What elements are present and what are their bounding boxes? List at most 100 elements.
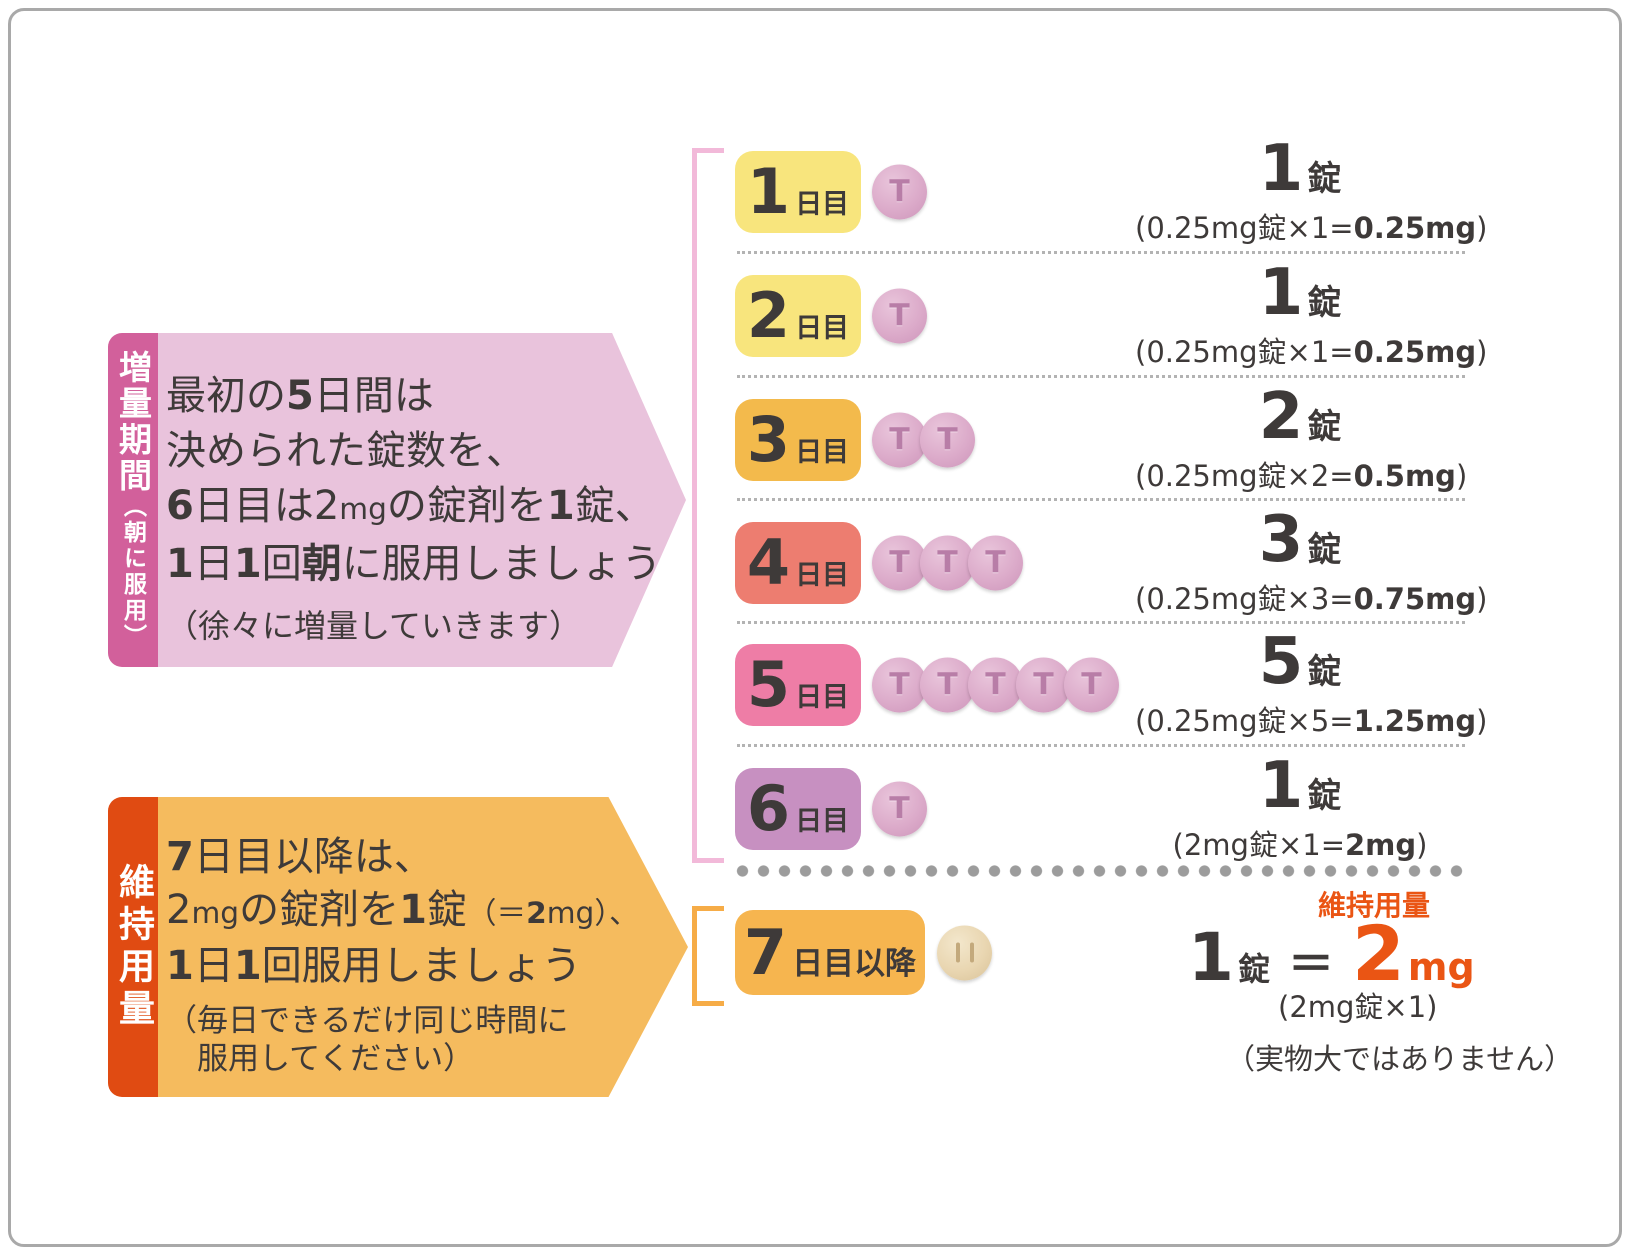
tablet-group	[937, 925, 992, 980]
dose-unit: 錠	[1307, 283, 1342, 323]
tablet-pink: T	[1016, 657, 1071, 713]
row-divider	[737, 621, 1465, 624]
titration-tag: 増量期間（朝に服用）	[114, 350, 153, 650]
row-divider	[737, 375, 1465, 378]
tablet-imprint: T	[889, 422, 910, 458]
tablet-imprint: T	[889, 791, 910, 827]
tablet-pink: T	[872, 164, 927, 220]
maintenance-dose-value: 2	[1351, 909, 1405, 998]
tablet-imprint: T	[985, 545, 1006, 581]
row-divider	[737, 744, 1465, 747]
maintenance-dose-label: 維持用量	[1318, 889, 1431, 922]
day-number: 2	[746, 279, 791, 352]
tablet-imprint: T	[1033, 667, 1054, 703]
callout-line: 1日1回朝に服用しましょう	[166, 541, 662, 587]
day-number: 3	[746, 403, 791, 476]
titration-note: （徐々に増量していきます）	[166, 607, 582, 645]
tablet-group: T	[872, 288, 927, 344]
dose-detail: (0.25mg錠×1=0.25mg)	[1135, 335, 1488, 369]
tablet-imprint: T	[889, 174, 910, 210]
tablet-imprint: T	[937, 422, 958, 458]
dose-count: 1	[1258, 132, 1304, 206]
tablet-imprint: T	[889, 667, 910, 703]
maintenance-text: 7日目以降は、 2mgの錠剤を1錠（＝2mg）、 1日1回服用しましょう （毎日…	[166, 831, 639, 1078]
tablet-imprint: T	[1081, 667, 1102, 703]
day-suffix: 日目以降	[792, 945, 917, 982]
phase-divider	[732, 864, 1468, 878]
tablet-pink: T	[1064, 657, 1119, 713]
maintenance-callout-body	[158, 797, 688, 1097]
tablet-imprint: T	[985, 667, 1006, 703]
day-suffix: 日目	[795, 189, 850, 220]
tablet-score-line	[969, 942, 974, 963]
tablet-pink: T	[872, 657, 927, 713]
equals-sign: ＝	[1287, 937, 1334, 991]
dose-detail: (0.25mg錠×2=0.5mg)	[1135, 459, 1468, 493]
maintenance-tag: 維持用量	[113, 863, 154, 1031]
day-number: 7	[743, 915, 788, 989]
day-suffix: 日目	[795, 313, 850, 344]
dose-count: 3	[1258, 503, 1304, 577]
tablet-pink: T	[968, 657, 1023, 713]
dose-unit: 錠	[1307, 776, 1342, 816]
dose-detail: (0.25mg錠×3=0.75mg)	[1135, 582, 1488, 616]
tablet-pink: T	[968, 535, 1023, 591]
tablet-imprint: T	[937, 667, 958, 703]
day-number: 1	[746, 155, 791, 228]
maintenance-callout: 維持用量 7日目以降は、 2mgの錠剤を1錠（＝2mg）、 1日1回服用しましょ…	[108, 797, 688, 1097]
titration-callout: 増量期間（朝に服用） 最初の5日間は 決められた錠数を、 6日目は2mgの錠剤を…	[108, 333, 686, 667]
day-number: 4	[746, 526, 791, 599]
day-suffix: 日目	[795, 560, 850, 591]
size-disclaimer: （実物大ではありません）	[1226, 1042, 1574, 1076]
callout-line: 7日目以降は、	[166, 834, 434, 880]
titration-bracket	[692, 148, 724, 863]
tablet-beige	[937, 925, 992, 980]
maintenance-tablet-unit: 錠	[1237, 950, 1270, 988]
row-divider	[737, 498, 1465, 501]
dose-count: 2	[1258, 380, 1304, 454]
titration-tag-sub: （朝に服用）	[119, 494, 146, 650]
callout-line: 2mgの錠剤を1錠（＝2mg）、	[166, 887, 639, 933]
day-suffix: 日目	[795, 682, 850, 713]
day-number: 5	[746, 648, 791, 721]
dose-unit: 錠	[1307, 652, 1342, 692]
titration-tag-strip: 増量期間（朝に服用）	[108, 333, 158, 667]
callout-line: 最初の5日間は	[166, 373, 434, 419]
tablet-pink: T	[920, 535, 975, 591]
maintenance-bracket	[692, 906, 724, 1006]
dose-unit: 錠	[1307, 407, 1342, 447]
tablet-pink: T	[920, 657, 975, 713]
dose-count: 1	[1258, 256, 1304, 330]
dose-detail: (2mg錠×1=2mg)	[1172, 828, 1428, 862]
tablet-imprint: T	[889, 298, 910, 334]
dose-detail: (0.25mg錠×5=1.25mg)	[1135, 704, 1488, 738]
tablet-group: T	[872, 781, 927, 837]
callout-line: 1日1回服用しましょう	[166, 943, 582, 989]
row-divider	[737, 251, 1465, 254]
tablet-imprint: T	[889, 545, 910, 581]
day-number: 6	[746, 772, 791, 845]
border-frame	[8, 8, 1622, 1247]
titration-text: 最初の5日間は 決められた錠数を、 6日目は2mgの錠剤を1錠、 1日1回朝に服…	[166, 369, 662, 647]
maintenance-note-line1: （毎日できるだけ同じ時間に	[166, 1003, 569, 1039]
maintenance-tag-main: 維持用量	[113, 863, 154, 1031]
dose-detail: (0.25mg錠×1=0.25mg)	[1135, 211, 1488, 245]
